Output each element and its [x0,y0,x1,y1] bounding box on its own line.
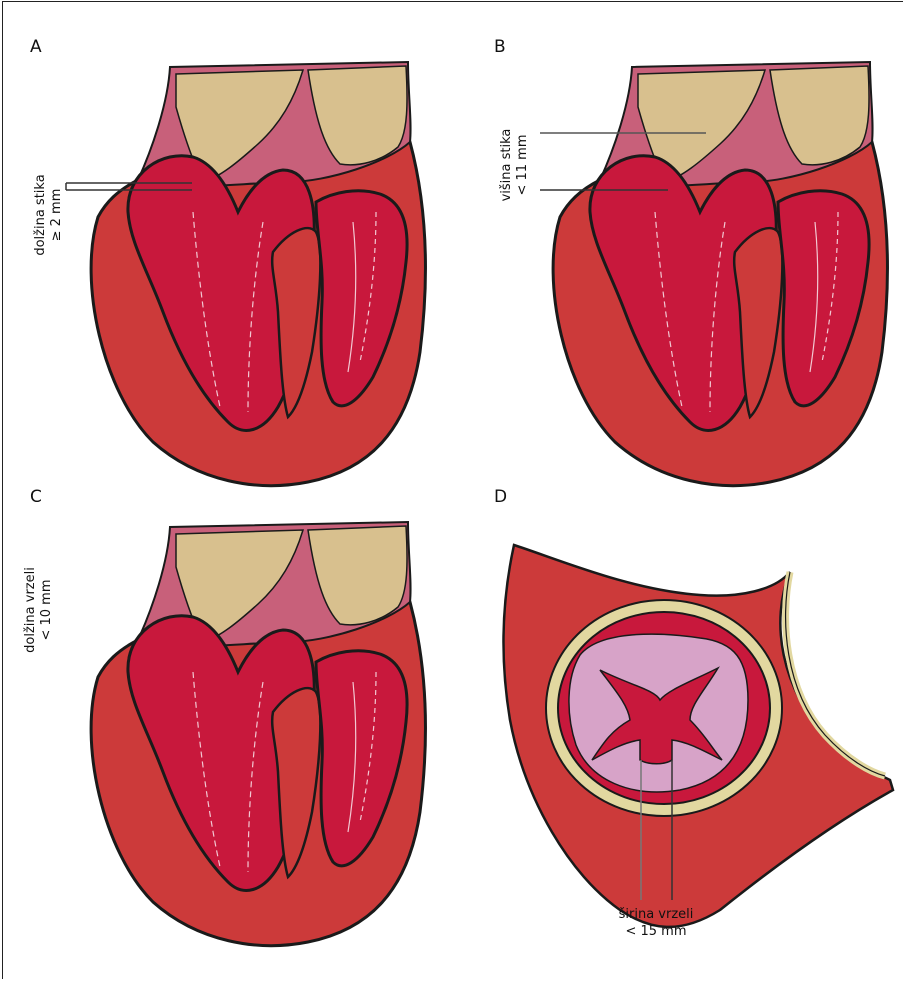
valve-short-axis-d [504,545,893,927]
label-coaptation-height-value: < 11 mm [515,134,530,195]
label-coaptation-length-value: ≥ 2 mm [49,189,64,242]
heart-illustration-c [91,522,425,946]
label-gap-length: dolžina vrzeli [23,567,38,653]
panel-letter-c: C [30,487,42,507]
label-coaptation-height: višina stika [499,129,514,202]
label-gap-width-value: < 15 mm [625,924,686,939]
heart-illustration-b [553,62,887,486]
panel-letter-a: A [30,37,42,57]
label-gap-width: širina vrzeli [619,907,694,922]
panel-letter-b: B [494,37,506,57]
panel-letter-d: D [494,487,507,507]
heart-illustration-a [91,62,425,486]
label-coaptation-length: dolžina stika [33,174,48,255]
label-gap-length-value: < 10 mm [39,579,54,640]
